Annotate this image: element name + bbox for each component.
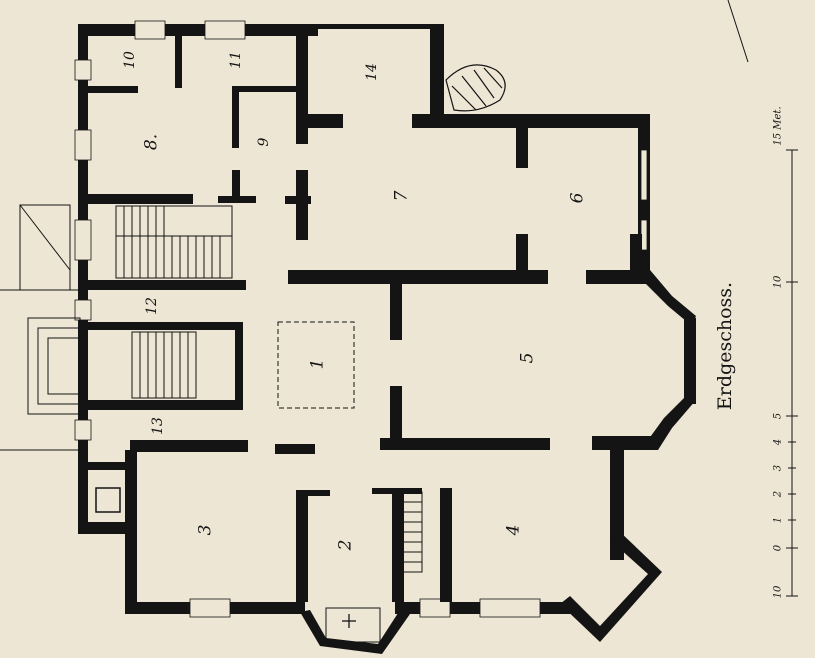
scale-tick-2: 2 [773, 491, 784, 498]
interior-walls [88, 24, 658, 602]
room-label-8: 8. [142, 134, 162, 150]
room-label-2: 2 [336, 540, 356, 552]
exterior-walls [78, 24, 650, 614]
scale-tick-1: 1 [773, 517, 784, 523]
room-label-5: 5 [518, 353, 538, 364]
windows [74, 20, 648, 618]
terrace-outline [0, 204, 80, 451]
room-label-6: 6 [568, 192, 588, 203]
scale-tick-10-bottom: 10 [773, 585, 784, 598]
room-label-9: 9 [256, 137, 272, 146]
chimney-box [95, 487, 121, 513]
service-stair [399, 491, 423, 573]
room-label-10: 10 [122, 51, 138, 69]
room-label-3: 3 [196, 525, 216, 536]
room-labels: 1 2 3 4 5 6 7 8. 9 10 11 12 13 14 [122, 51, 588, 551]
scale-tick-0: 0 [773, 544, 784, 551]
scale-tick-5: 5 [773, 413, 784, 419]
spiral-stair [445, 64, 506, 112]
edge-line [727, 0, 749, 63]
scale-bar: 15 Met. 10 5 4 3 2 1 0 10 [773, 106, 798, 598]
plan-title: Erdgeschoss. [714, 282, 736, 410]
hall-skylight [277, 321, 355, 409]
room-label-1: 1 [308, 359, 328, 370]
scale-tick-10-top: 10 [773, 275, 784, 288]
bay-window-room-4 [560, 530, 662, 642]
scale-unit-label: 15 Met. [773, 106, 784, 145]
room-label-13: 13 [150, 417, 166, 435]
entrance-stair [27, 317, 197, 415]
bay-window-room-5 [644, 270, 696, 450]
front-bay-room-2 [300, 607, 410, 654]
scale-tick-4: 4 [773, 439, 784, 446]
scale-tick-3: 3 [773, 465, 784, 471]
room-label-7: 7 [392, 190, 412, 201]
staircase-12 [115, 205, 233, 279]
room-label-12: 12 [144, 297, 160, 315]
room-label-14: 14 [364, 63, 380, 81]
room-label-4: 4 [504, 525, 524, 537]
room-label-11: 11 [228, 51, 244, 69]
